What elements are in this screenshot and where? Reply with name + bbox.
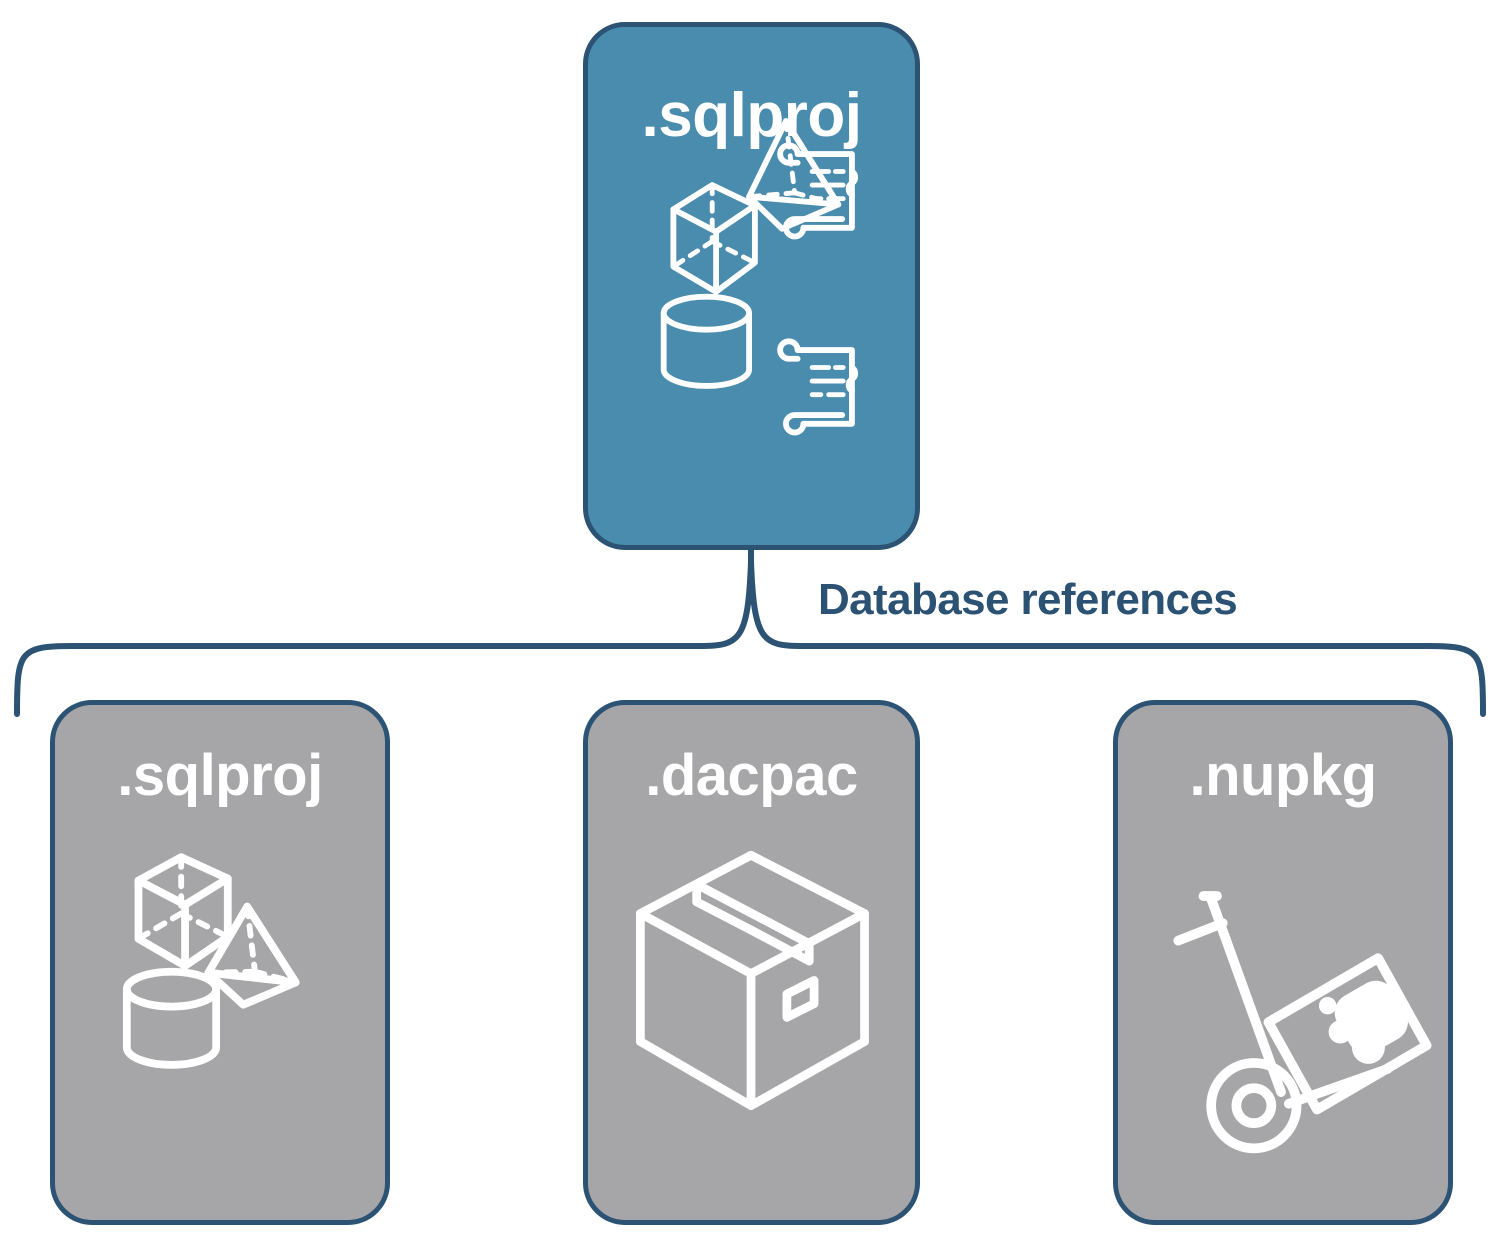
node-child-dacpac-label: .dacpac <box>645 743 858 808</box>
bracket-caption: Database references <box>818 575 1238 624</box>
cylinder-wireframe-icon <box>122 967 220 1069</box>
hand-truck-package-icon <box>1173 891 1432 1154</box>
package-box-icon <box>636 850 869 1110</box>
node-root-label: .sqlproj <box>641 81 862 150</box>
cylinder-wireframe-icon <box>660 293 752 389</box>
node-child-nupkg[interactable]: .nupkg <box>1113 700 1453 1225</box>
script-scroll-icon <box>777 142 859 240</box>
pyramid-wireframe-icon <box>204 902 300 1009</box>
script-scroll-icon <box>777 338 859 436</box>
cube-wireframe-icon <box>670 182 758 295</box>
node-child-sqlproj-label: .sqlproj <box>117 743 323 808</box>
nuget-glyph-icon <box>1318 980 1408 1064</box>
node-root-sqlproj[interactable]: .sqlproj <box>583 22 920 550</box>
node-child-sqlproj[interactable]: .sqlproj <box>50 700 390 1225</box>
bracket-path <box>14 561 1486 717</box>
database-references-bracket <box>14 547 1486 717</box>
node-child-dacpac[interactable]: .dacpac <box>583 700 920 1225</box>
cube-wireframe-icon <box>134 853 232 970</box>
node-child-nupkg-label: .nupkg <box>1189 743 1377 808</box>
